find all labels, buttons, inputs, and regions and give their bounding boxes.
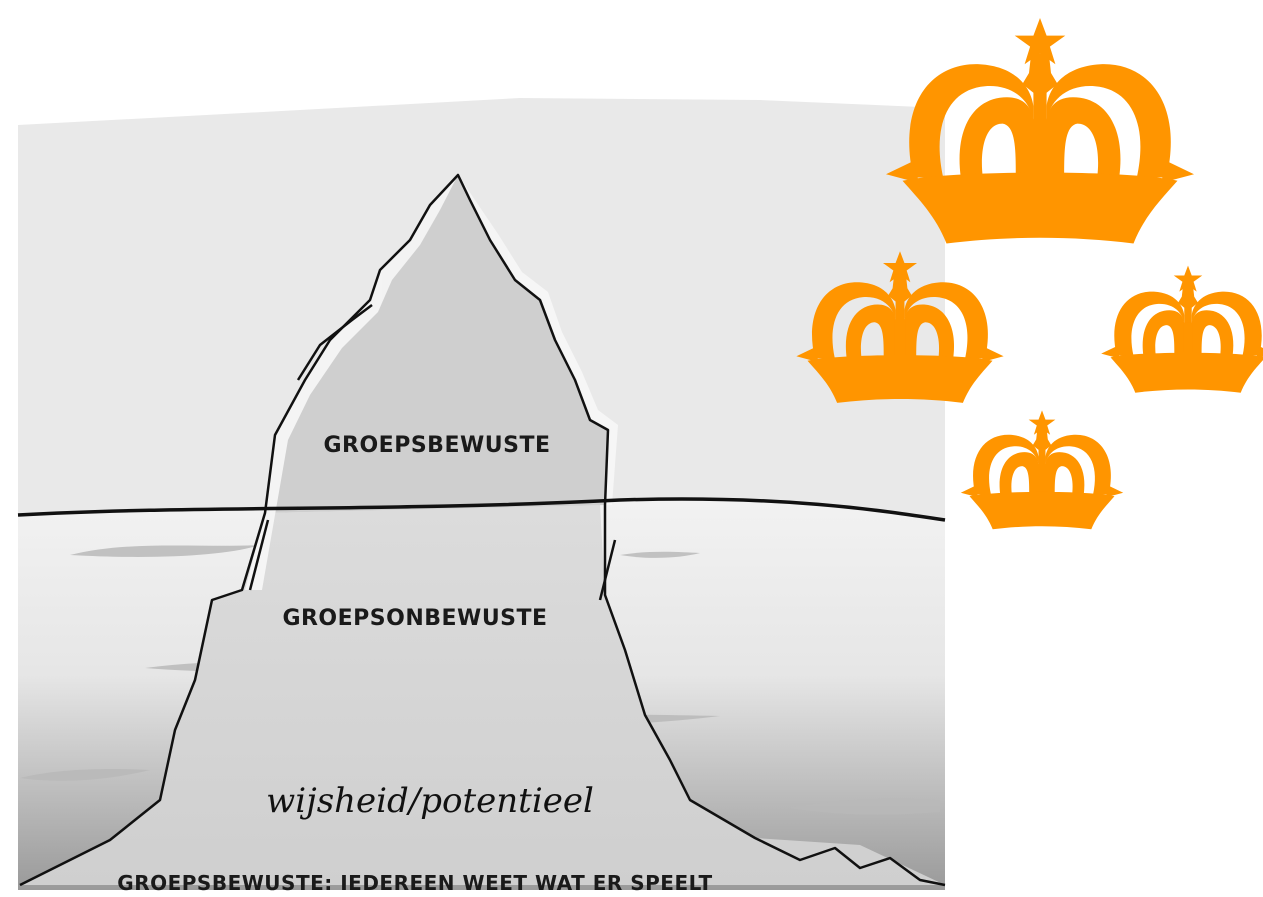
- crown-icon: [886, 17, 1194, 244]
- caption: GROEPSBEWUSTE: IEDEREEN WEET WAT ER SPEE…: [117, 871, 712, 895]
- waterline: [17, 497, 946, 522]
- label-groepsbewuste: GROEPSBEWUSTE: [323, 433, 550, 458]
- iceberg-underwater: [20, 505, 945, 885]
- label-wijsheid-potentieel: wijsheid/potentieel: [266, 781, 594, 821]
- iceberg-outline: [19, 173, 946, 887]
- label-groepsonbewuste: GROEPSONBEWUSTE: [282, 606, 547, 631]
- crown-icon: [1101, 265, 1263, 393]
- crown-icon: [960, 410, 1124, 530]
- iceberg-top: [265, 175, 608, 513]
